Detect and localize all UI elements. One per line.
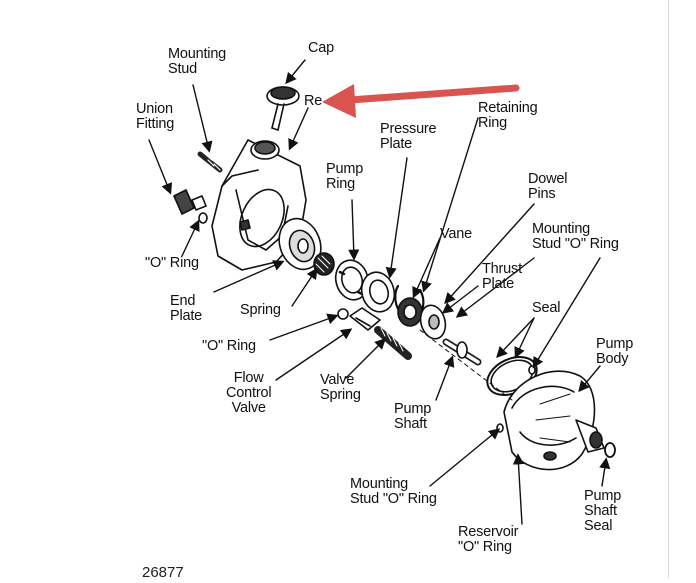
mounting-stud-part [197, 151, 223, 173]
label-pump-body: Pump Body [596, 336, 634, 367]
leader-lines [148, 59, 611, 525]
pump-body-part [503, 370, 605, 471]
label-mounting-stud: Mounting Stud [168, 46, 227, 77]
figure-number: 26877 [142, 564, 184, 581]
label-pump-shaft: Pump Shaft [394, 401, 432, 432]
label-vane: Vane [440, 226, 472, 242]
label-mounting-stud-o-ring-right: Mounting Stud "O" Ring [532, 221, 619, 252]
pump-shaft-part [442, 338, 482, 366]
label-o-ring-lower: "O" Ring [202, 338, 256, 354]
label-dowel-pins: Dowel Pins [528, 171, 568, 202]
label-reservoir-partial: Re [304, 93, 323, 109]
end-plate-part [278, 217, 322, 271]
label-spring: Spring [240, 302, 281, 318]
label-mounting-stud-o-ring-bottom: Mounting Stud "O" Ring [350, 476, 437, 507]
label-o-ring-upper: "O" Ring [145, 255, 199, 271]
o-ring-small-part [337, 308, 349, 320]
label-pump-shaft-seal: Pump Shaft Seal [584, 488, 622, 534]
pressure-plate-part [360, 271, 396, 313]
vane-rotor-part [397, 297, 423, 327]
label-reservoir-o-ring: Reservoir "O" Ring [458, 524, 519, 555]
label-thrust-plate: Thrust Plate [482, 261, 522, 292]
label-retaining-ring: Retaining Ring [478, 100, 538, 131]
union-fitting-part [173, 189, 208, 224]
valve-spring-part [374, 326, 412, 360]
spring-part [313, 252, 335, 276]
pump-ring-part [334, 259, 370, 301]
label-cap: Cap [308, 40, 334, 56]
assembly-axis-line [419, 329, 513, 401]
flow-control-valve-part [349, 307, 381, 331]
label-valve-spring: Valve Spring [320, 372, 361, 403]
right-edge-line [668, 0, 669, 578]
label-end-plate: End Plate [170, 293, 203, 324]
label-union-fitting: Union Fitting [136, 101, 175, 132]
label-pressure-plate: Pressure Plate [380, 121, 437, 152]
cap-part [266, 86, 300, 131]
thrust-plate-part [419, 304, 447, 340]
label-flow-control-valve: Flow Control Valve [226, 370, 272, 416]
label-pump-ring: Pump Ring [326, 161, 364, 192]
red-annotation-arrow [322, 84, 520, 118]
pump-shaft-seal-part [604, 442, 616, 458]
label-seal: Seal [532, 300, 561, 316]
